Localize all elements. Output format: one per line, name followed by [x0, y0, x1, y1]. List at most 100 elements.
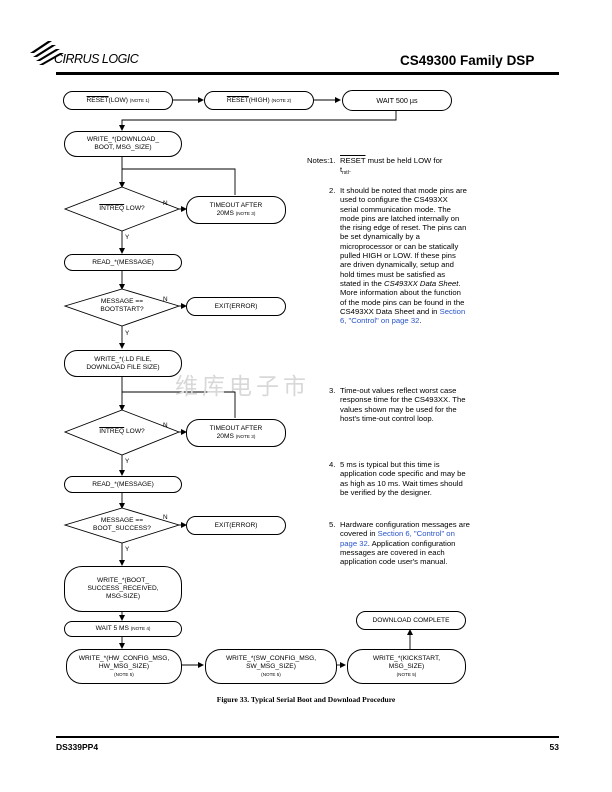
boot-success-decision: MESSAGE == BOOT_SUCCESS?	[75, 517, 169, 533]
reset-high-suffix: (HIGH)	[248, 96, 270, 104]
sw-line2: SW_MSG_SIZE)	[246, 662, 296, 670]
bootstart-decision: MESSAGE == BOOTSTART?	[75, 298, 169, 314]
note-2-text2: . More information about the function of…	[340, 278, 465, 316]
yes-label-2: Y	[125, 330, 130, 337]
notes-header: Notes:	[307, 156, 330, 165]
reset-high-step: RESET(HIGH) (NOTE 2)	[204, 91, 314, 110]
bootstart-label: BOOTSTART?	[100, 306, 144, 313]
timeout-1-line1: TIMEOUT AFTER	[209, 202, 263, 209]
note-2-end: .	[419, 316, 422, 326]
intreq-label-2: INTREQ	[99, 428, 125, 435]
note-3-num: 3.	[329, 386, 336, 395]
wait-5ms-label: WAIT 5 MS	[95, 625, 129, 632]
cirrus-logic-logo-icon	[30, 41, 64, 65]
no-label-4: N	[163, 514, 168, 521]
read-message-label-1: READ_*(MESSAGE)	[92, 258, 154, 266]
note-1: 1. RESET must be held LOW for trstl.	[329, 156, 502, 179]
note3-ref-1: (NOTE 3)	[235, 211, 256, 216]
note-1-reset: RESET	[340, 156, 366, 165]
note4-ref: (NOTE 4)	[130, 626, 151, 631]
note-5-section-link[interactable]: Section 6, "Control" on page 32	[340, 529, 455, 548]
note1-ref: (NOTE 1)	[129, 97, 150, 103]
note-4-num: 4.	[329, 460, 336, 469]
write-boot-success-step: WRITE_*(BOOT_SUCCESS_RECEIVED,MSG-SIZE)	[64, 566, 182, 612]
yes-label-1: Y	[125, 234, 130, 241]
figure-caption: Figure 33. Typical Serial Boot and Downl…	[216, 695, 396, 704]
note-3: 3. Time-out values reflect worst case re…	[329, 386, 470, 423]
wait-500-label: WAIT 500 µs	[376, 95, 418, 105]
reset-low-step: RESET(LOW) (NOTE 1)	[63, 91, 173, 110]
write-download-line2: BOOT, MSG_SIZE)	[94, 144, 152, 151]
note-2-text: It should be noted that mode pins are us…	[340, 186, 467, 288]
note-1-t: t	[340, 165, 343, 175]
ks-line1: WRITE_*(KICKSTART,	[372, 654, 441, 662]
no-label-1: N	[163, 200, 168, 207]
write-ld-line1: WRITE_*(.LD FILE,	[94, 355, 152, 363]
note-1-text: must be held LOW for	[365, 156, 443, 165]
no-label-3: N	[163, 422, 168, 429]
intreq-label-1: INTREQ	[99, 205, 125, 212]
write-sw-config-step: WRITE_*(SW_CONFIG_MSG,SW_MSG_SIZE)(NOTE …	[205, 649, 337, 684]
note-1-sub: rstl	[342, 170, 349, 177]
note3-ref-2: (NOTE 3)	[235, 434, 256, 439]
note-2: 2. It should be noted that mode pins are…	[329, 186, 468, 326]
no-label-2: N	[163, 296, 168, 303]
ks-line2: MSG_SIZE)	[388, 662, 425, 670]
read-message-step-2: READ_*(MESSAGE)	[64, 476, 182, 493]
watermark: 维库电子市	[175, 374, 310, 400]
timeout-2-line1: TIMEOUT AFTER	[209, 425, 263, 432]
reset-low-suffix: (LOW)	[108, 96, 128, 104]
write-hw-config-step: WRITE_*(HW_CONFIG_MSG,HW_MSG_SIZE)(NOTE …	[66, 649, 182, 684]
write-kickstart-step: WRITE_*(KICKSTART,MSG_SIZE)(NOTE 5)	[347, 649, 466, 684]
read-message-label-2: READ_*(MESSAGE)	[92, 480, 154, 488]
message-eq-2: MESSAGE ==	[100, 517, 144, 524]
note2-ref: (NOTE 2)	[271, 97, 292, 103]
wait-500-step: WAIT 500 µs	[342, 90, 452, 111]
wait-5ms-step: WAIT 5 MS (NOTE 4)	[64, 621, 182, 637]
timeout-1-line2: 20MS	[216, 210, 234, 217]
footer-page-number: 53	[549, 742, 559, 752]
note-2-num: 2.	[329, 186, 336, 195]
intreq-decision-2: INTREQ LOW?	[75, 428, 169, 436]
write-download-boot-step: WRITE_*(DOWNLOAD_BOOT, MSG_SIZE)	[64, 131, 182, 157]
note-2-section-link[interactable]: Section 6, "Control" on page 32	[340, 306, 466, 326]
note-5-num: 5.	[329, 520, 336, 529]
download-complete-label: DOWNLOAD COMPLETE	[372, 616, 450, 624]
intreq-decision-1: INTREQ LOW?	[75, 205, 169, 213]
yes-label-3: Y	[125, 458, 130, 465]
page-header-title: CS49300 Family DSP	[400, 53, 535, 68]
low-q-2: LOW?	[124, 428, 145, 435]
write-bs-line1: WRITE_*(BOOT_	[96, 577, 150, 584]
write-ld-file-step: WRITE_*(.LD FILE,DOWNLOAD FILE SIZE)	[64, 350, 182, 377]
exit-error-step-2: EXIT(ERROR)	[186, 516, 286, 535]
note5-ref-sw: (NOTE 5)	[261, 671, 281, 677]
write-bs-line3: MSG-SIZE)	[105, 593, 141, 600]
yes-label-4: Y	[125, 546, 130, 553]
note5-ref-ks: (NOTE 5)	[396, 671, 417, 677]
low-q-1: LOW?	[124, 205, 145, 212]
exit-error-label-1: EXIT(ERROR)	[214, 302, 258, 310]
boot-success-label: BOOT_SUCCESS?	[93, 525, 151, 532]
download-complete-step: DOWNLOAD COMPLETE	[356, 611, 466, 630]
note-4: 4. 5 ms is typical but this time is appl…	[329, 460, 470, 497]
write-bs-line2: SUCCESS_RECEIVED,	[87, 585, 159, 592]
note-2-italic: CS493XX Data Sheet	[384, 278, 459, 288]
reset-high-label: RESET	[226, 96, 249, 104]
reset-low-label: RESET	[86, 96, 109, 104]
note-1-num: 1.	[329, 156, 336, 165]
write-ld-line2: DOWNLOAD FILE SIZE)	[86, 363, 160, 371]
write-download-line1: WRITE_*(DOWNLOAD_	[86, 136, 160, 143]
note-4-text: 5 ms is typical but this time is applica…	[340, 460, 466, 497]
note-3-text: Time-out values reflect worst case respo…	[340, 386, 466, 423]
note5-ref-hw: (NOTE 5)	[114, 671, 134, 677]
footer-doc-id: DS339PP4	[56, 742, 99, 752]
header-rule	[56, 72, 559, 75]
note-5-text: Hardware configuration messages are cove…	[340, 520, 470, 539]
sw-line1: WRITE_*(SW_CONFIG_MSG,	[225, 654, 317, 662]
note-5-text2: . Application configuration messages are…	[340, 538, 456, 567]
timeout-2-line2: 20MS	[216, 433, 234, 440]
footer-rule	[56, 736, 559, 738]
